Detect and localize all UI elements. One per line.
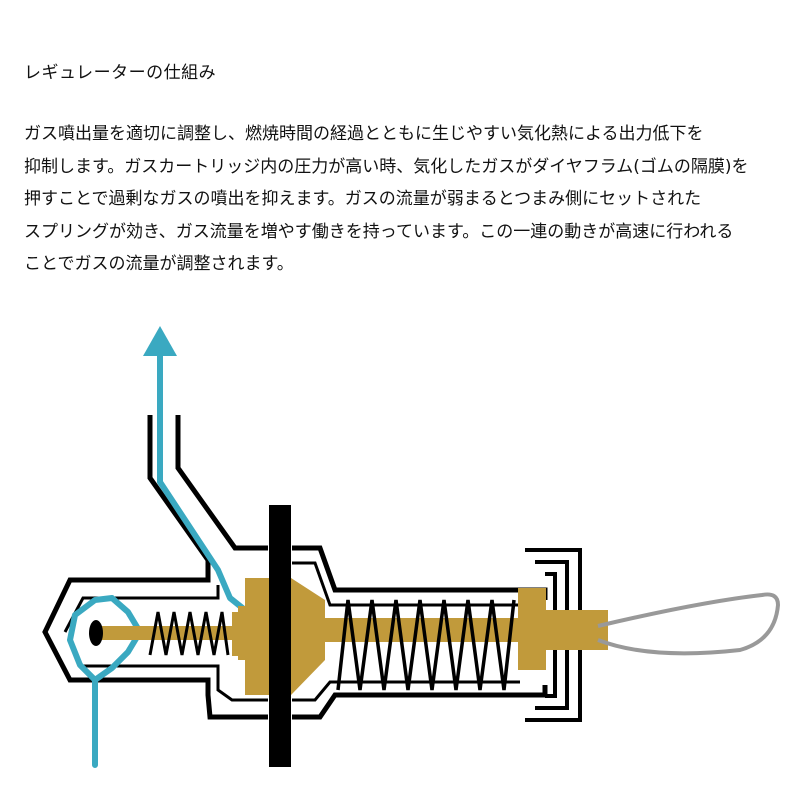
gas-flow-path <box>67 347 248 768</box>
description-line-5: ことでガスの流量が調整されます。 <box>24 254 294 274</box>
description-line-1: ガス噴出量を適切に調整し、燃焼時間の経過とともに生じやすい気化熱による出力低下を <box>24 124 704 144</box>
spring-seat <box>518 588 546 670</box>
description-line-4: スプリングが効き、ガス流量を増やす働きを持っています。この一連の動きが高速に行わ… <box>24 221 734 242</box>
regulator-housing <box>42 415 548 720</box>
page-title: レギュレーターの仕組み <box>24 63 217 83</box>
diaphragm <box>269 505 291 767</box>
main-spring <box>336 599 516 691</box>
valve-body <box>238 578 269 695</box>
description-line-2: 抑制します。ガスカートリッジ内の圧力が高い時、気化したガスがダイヤフラム(ゴムの… <box>24 156 749 177</box>
description-text: ガス噴出量を適切に調整し、燃焼時間の経過とともに生じやすい気化熱による出力低下を… <box>24 118 794 281</box>
housing-inner-line <box>63 561 520 702</box>
knob-wire-loop <box>597 592 780 656</box>
regulator-diagram <box>42 326 780 768</box>
small-spring <box>148 611 230 656</box>
knob-shaft <box>546 610 608 650</box>
description-line-3: 押すことで過剰なガスの噴出を抑えます。ガスの流量が弱まるとつまみ側にセットされた <box>24 189 702 209</box>
valve-tip <box>89 620 103 646</box>
piston-head <box>291 578 325 695</box>
gas-flow-arrow <box>143 326 177 356</box>
brass-valve-assembly <box>96 578 608 695</box>
